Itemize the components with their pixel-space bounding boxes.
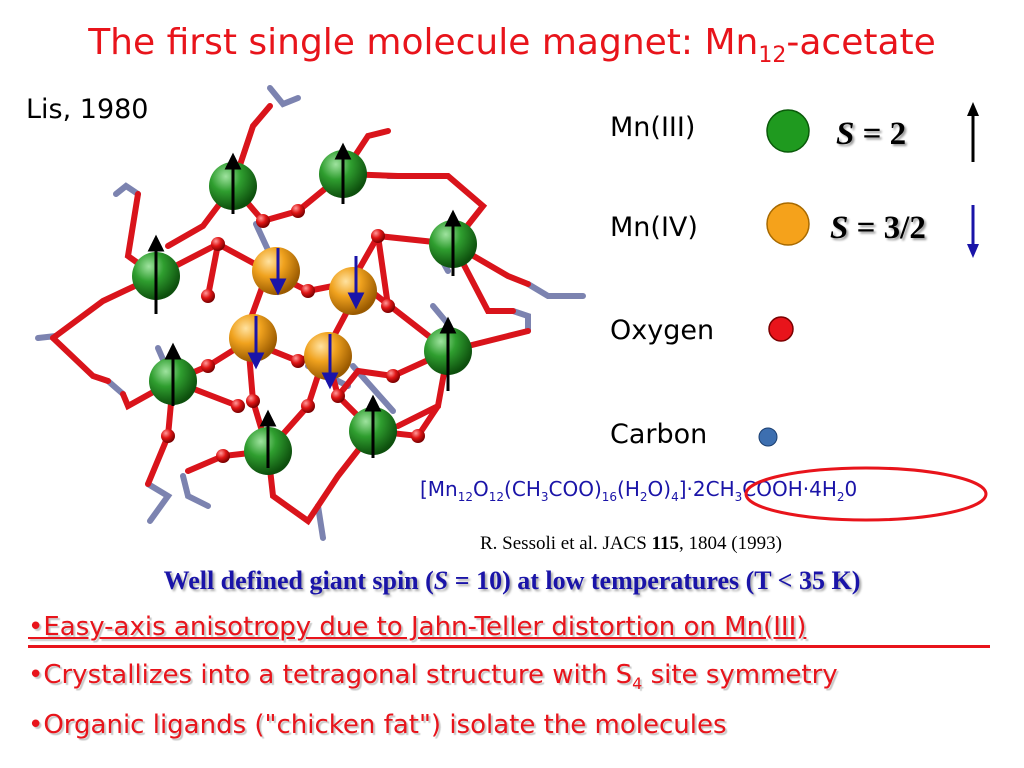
spin-up-arrows xyxy=(147,142,462,468)
title-main-text: The first single molecule magnet: Mn xyxy=(88,22,759,63)
oxygen-swatch-icon xyxy=(768,316,794,342)
spin-up-arrow-icon xyxy=(967,102,979,162)
bullet-tetragonal: •Crystallizes into a tetragonal structur… xyxy=(28,660,838,694)
legend-label-mn-iii: Mn(III) xyxy=(610,112,696,143)
slide-title: The first single molecule magnet: Mn12-a… xyxy=(0,22,1024,68)
citation-lis: Lis, 1980 xyxy=(26,94,149,125)
spin-label-mn-iv: S = 3/2 xyxy=(830,210,926,246)
bullet-ligands: •Organic ligands ("chicken fat") isolate… xyxy=(28,710,727,740)
mn-iii-swatch-icon xyxy=(766,109,810,153)
molecule-structure-illustration xyxy=(8,76,608,566)
legend-spin-arrows xyxy=(967,102,979,258)
giant-spin-headline: Well defined giant spin (S = 10) at low … xyxy=(20,566,1004,596)
title-subscript: 12 xyxy=(758,43,787,69)
spin-down-arrow-icon xyxy=(967,205,979,258)
legend-swatches xyxy=(758,109,810,447)
chemical-formula: [Mn12O12(CH3COO)16(H2O)4]·2CH3COOH·4H20 xyxy=(420,477,858,504)
mn-iv-atoms xyxy=(229,247,377,380)
bullet-underline-bar xyxy=(28,645,990,648)
reference-sessoli: R. Sessoli et al. JACS 115, 1804 (1993) xyxy=(480,533,782,554)
mn12-molecule-svg xyxy=(35,85,586,541)
spin-label-mn-iii: S = 2 xyxy=(836,116,907,152)
carbon-swatch-icon xyxy=(758,427,778,447)
legend-label-carbon: Carbon xyxy=(610,419,708,450)
legend-label-oxygen: Oxygen xyxy=(610,315,715,346)
legend-label-mn-iv: Mn(IV) xyxy=(610,212,698,243)
spin-down-arrows xyxy=(247,248,365,390)
solvent-highlight-ellipse xyxy=(744,466,988,522)
title-tail-text: -acetate xyxy=(786,22,936,63)
bullet-anisotropy: •Easy-axis anisotropy due to Jahn-Teller… xyxy=(28,612,807,642)
mn-iv-swatch-icon xyxy=(766,202,810,246)
